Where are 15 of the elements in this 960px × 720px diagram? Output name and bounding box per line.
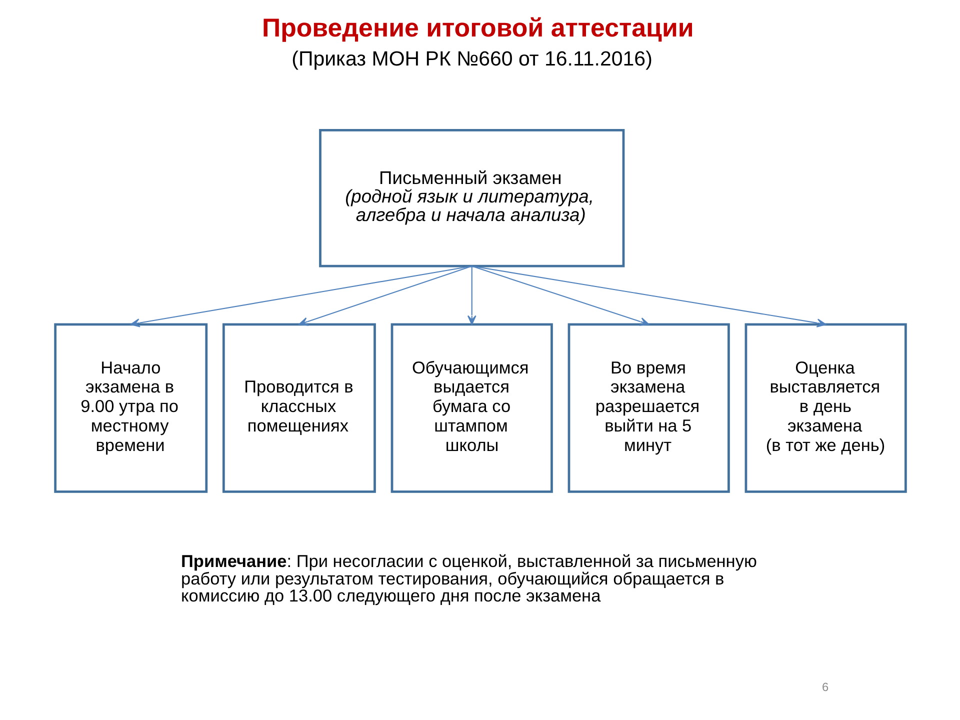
arrow <box>130 266 472 328</box>
node-box: Оценка выставляется в день экзамена (в тот же день) <box>744 323 906 493</box>
diagram-title: Проведение итоговой аттестации <box>261 14 694 42</box>
node-box: Начало экзамена в 9.00 утра по местному времени <box>54 323 208 493</box>
arrow <box>471 266 649 326</box>
label: 6 <box>822 680 828 694</box>
node-box: Обучающимся выдается бумага со штампом школы <box>390 323 552 493</box>
arrow <box>471 266 826 328</box>
label: Примечание: При несогласии с оценкой, выставленной за письменную работу или результатом тестирования, обучающийся обращается в комиссию до 13.00 следующего дня после экзамена <box>180 550 756 606</box>
arrow <box>466 266 476 325</box>
label: (Приказ МОН РК №660 от 16.11.2016) <box>291 48 652 71</box>
arrow <box>298 266 472 326</box>
node-box: Во время экзамена разрешается выйти на 5 минут <box>567 323 730 493</box>
node-box: Проводится в классных помещениях <box>222 323 376 493</box>
node-box: Письменный экзамен (родной язык и литература, алгебра и начала анализа) <box>318 128 624 268</box>
